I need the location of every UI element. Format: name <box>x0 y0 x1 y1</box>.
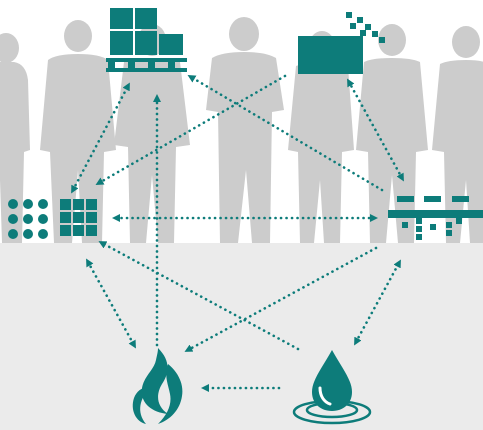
arrow-network-to-pallet <box>187 74 384 192</box>
arrow-grid-fire <box>86 258 136 349</box>
dots-and-squares-grid-icon <box>8 199 97 239</box>
arrow-water-network <box>354 259 401 346</box>
connection-arrows <box>71 74 404 392</box>
flame-icon <box>132 348 183 424</box>
arrow-network-digital <box>347 78 404 182</box>
pallet-boxes-icon <box>106 8 187 72</box>
person-silhouette <box>114 24 190 243</box>
person-silhouette <box>432 26 483 243</box>
arrow-grid-pallet <box>71 82 130 194</box>
floor-band <box>0 243 483 430</box>
digital-screen-pixels-icon <box>298 12 385 74</box>
water-drop-icon <box>292 350 372 425</box>
person-silhouette <box>206 17 284 243</box>
crowd-silhouettes <box>0 17 483 243</box>
network-grid-icon <box>388 196 483 240</box>
person-silhouette <box>0 33 30 243</box>
